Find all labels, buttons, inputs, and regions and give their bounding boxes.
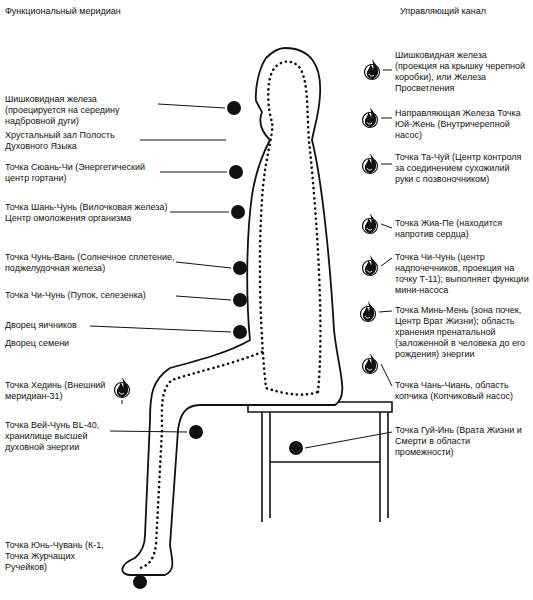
- body-outline: [122, 48, 342, 575]
- point-label: Точка Гуй-Инь (Врата Жизни и Смерти в об…: [395, 425, 530, 458]
- flame-symbol: [115, 59, 380, 398]
- point-label: Точка Вей-Чунь BL-40, хранилище высшей д…: [5, 420, 109, 453]
- point-label: Хрустальный зал Полость Духовного Языка: [5, 130, 139, 152]
- point-label: Точка Сюань-Чи (Энергетический центр гор…: [5, 162, 159, 184]
- chair: [248, 402, 392, 522]
- channel-heading: Функциональный меридиан: [5, 6, 205, 17]
- point-label: Шишковидная железа (проекция на крышку ч…: [395, 50, 530, 94]
- meridian-channel: [140, 62, 320, 568]
- point-label: Шишковидная железа (проецируется на сере…: [5, 94, 157, 127]
- point-label: Направляющая Железа Точка Юй-Жень (Внутр…: [395, 108, 530, 141]
- point-label: Точка Жиа-Пе (находится напротив сердца): [395, 218, 530, 240]
- channel-heading: Управляющий канал: [400, 6, 528, 17]
- point-label: Точка Юнь-Чувань (К-1, Точка Журчащих Ру…: [5, 540, 117, 573]
- point-label: Точка Та-Чуй (Центр контроля за соединен…: [395, 152, 530, 185]
- point-label: Точка Хединь (Внешний меридиан-31): [5, 380, 109, 402]
- meridian-point: [133, 101, 303, 589]
- point-label: Точка Шань-Чунь (Вилочковая железа) Цент…: [5, 202, 169, 224]
- point-label: Точка Чи-Чунь (центр надпочечников, прое…: [395, 252, 530, 296]
- point-label: Точка Чи-Чунь (Пупок, селезенка): [5, 290, 175, 301]
- point-label: Точка Чань-Чиань, область копчика (Копчи…: [395, 380, 530, 402]
- point-label: Точка Чунь-Вань (Солнечное сплетение, по…: [5, 252, 175, 274]
- point-label: Точка Минь-Мень (зона почек, Центр Врат …: [395, 305, 530, 360]
- point-label: Дворец семени: [5, 338, 89, 349]
- point-label: Дворец яичников: [5, 320, 89, 331]
